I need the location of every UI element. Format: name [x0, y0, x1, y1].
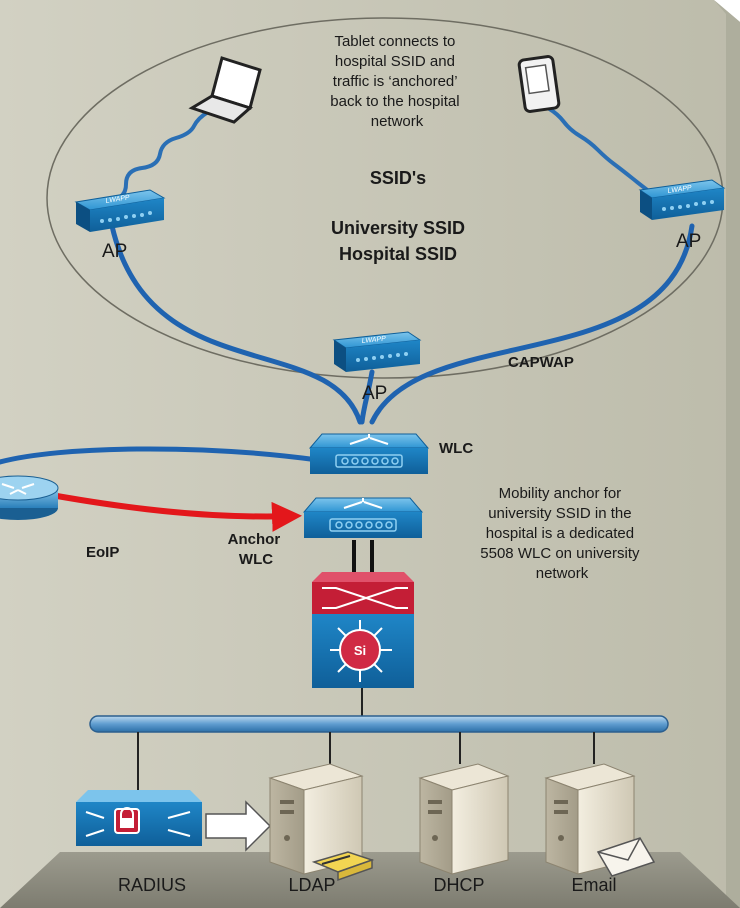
link-wlc-west	[0, 446, 321, 465]
mobility-note-line: 5508 WLC on university	[480, 545, 640, 562]
mobility-note-line: Mobility anchor for	[499, 485, 622, 502]
tablet-note-line: network	[371, 113, 424, 130]
wireless-link-tablet	[546, 106, 652, 194]
tablet-note-line: hospital SSID and	[335, 53, 455, 70]
link-center-ap	[359, 369, 375, 425]
dhcp-label: DHCP	[433, 875, 484, 895]
ap-right-label: AP	[676, 231, 701, 252]
edge-router	[0, 475, 59, 520]
wlc-controller	[308, 433, 430, 474]
wlc-label: WLC	[439, 440, 473, 457]
anchor-uplinks	[352, 540, 374, 572]
radius-label: RADIUS	[118, 875, 186, 895]
core-switch: Si	[312, 614, 414, 688]
link-left-ap	[109, 223, 363, 425]
floor	[0, 852, 740, 908]
radius-appliance	[76, 790, 202, 846]
ap-right-badge: LWAPP	[667, 185, 692, 195]
anchor-wlc-arrows-icon	[343, 498, 383, 509]
radius-to-ldap-arrow	[205, 800, 272, 852]
router-arrows-icon	[1, 483, 35, 495]
anchor-wlc-label-line: Anchor	[228, 531, 281, 548]
firewall-crossed-arrows-icon	[322, 587, 408, 609]
dhcp-server	[418, 763, 510, 875]
capwap-label: CAPWAP	[508, 354, 574, 371]
anchor-wlc-label: Anchor WLC	[228, 531, 285, 568]
eoip-label: EoIP	[86, 544, 119, 561]
ldap-label: LDAP	[288, 875, 335, 895]
firewall-module	[312, 572, 414, 614]
tablet-icon	[517, 55, 561, 113]
bus-drops	[137, 732, 595, 790]
radius-arrows-icon	[85, 811, 191, 837]
mobility-note-line: university SSID in the	[488, 505, 631, 522]
switch-arrows-icon	[330, 620, 392, 682]
email-server	[544, 763, 656, 877]
laptop-icon	[188, 56, 262, 124]
envelope-icon	[596, 837, 656, 877]
anchor-wlc-controller	[302, 497, 424, 538]
tablet-note-line: traffic is ‘anchored’	[333, 73, 457, 90]
ap-center-badge: LWAPP	[361, 335, 386, 345]
tablet-note-line: Tablet connects to	[334, 33, 455, 50]
ap-center-label: AP	[362, 383, 387, 404]
wireless-links	[111, 106, 652, 202]
link-right-ap	[369, 223, 695, 425]
lan-bus	[89, 715, 669, 733]
wlc-arrows-icon	[349, 434, 389, 445]
mobility-note-line: network	[536, 565, 589, 582]
email-label: Email	[571, 875, 616, 895]
access-point-right: LWAPP	[638, 179, 726, 220]
ap-left-badge: LWAPP	[105, 194, 130, 205]
access-point-left: LWAPP	[74, 189, 166, 232]
anchor-wlc-label-line: WLC	[239, 551, 273, 568]
ldap-server	[268, 763, 375, 882]
ssid-heading: SSID's	[370, 168, 426, 188]
access-point-center: LWAPP	[332, 331, 422, 372]
capwap-links	[0, 223, 695, 465]
mobility-note: Mobility anchor for university SSID in t…	[480, 485, 643, 582]
panel-edge	[714, 0, 740, 908]
ssid-university: University SSID	[331, 218, 465, 238]
switch-badge: Si	[354, 643, 366, 658]
tablet-note-line: back to the hospital	[330, 93, 459, 110]
ap-left-label: AP	[102, 241, 127, 262]
wireless-link-laptop	[111, 110, 210, 202]
ldap-disk-icon	[311, 851, 375, 882]
ssid-hospital: Hospital SSID	[339, 244, 457, 264]
mobility-note-line: hospital is a dedicated	[486, 525, 634, 542]
tablet-note: Tablet connects to hospital SSID and tra…	[330, 33, 463, 130]
lock-icon	[120, 807, 134, 818]
